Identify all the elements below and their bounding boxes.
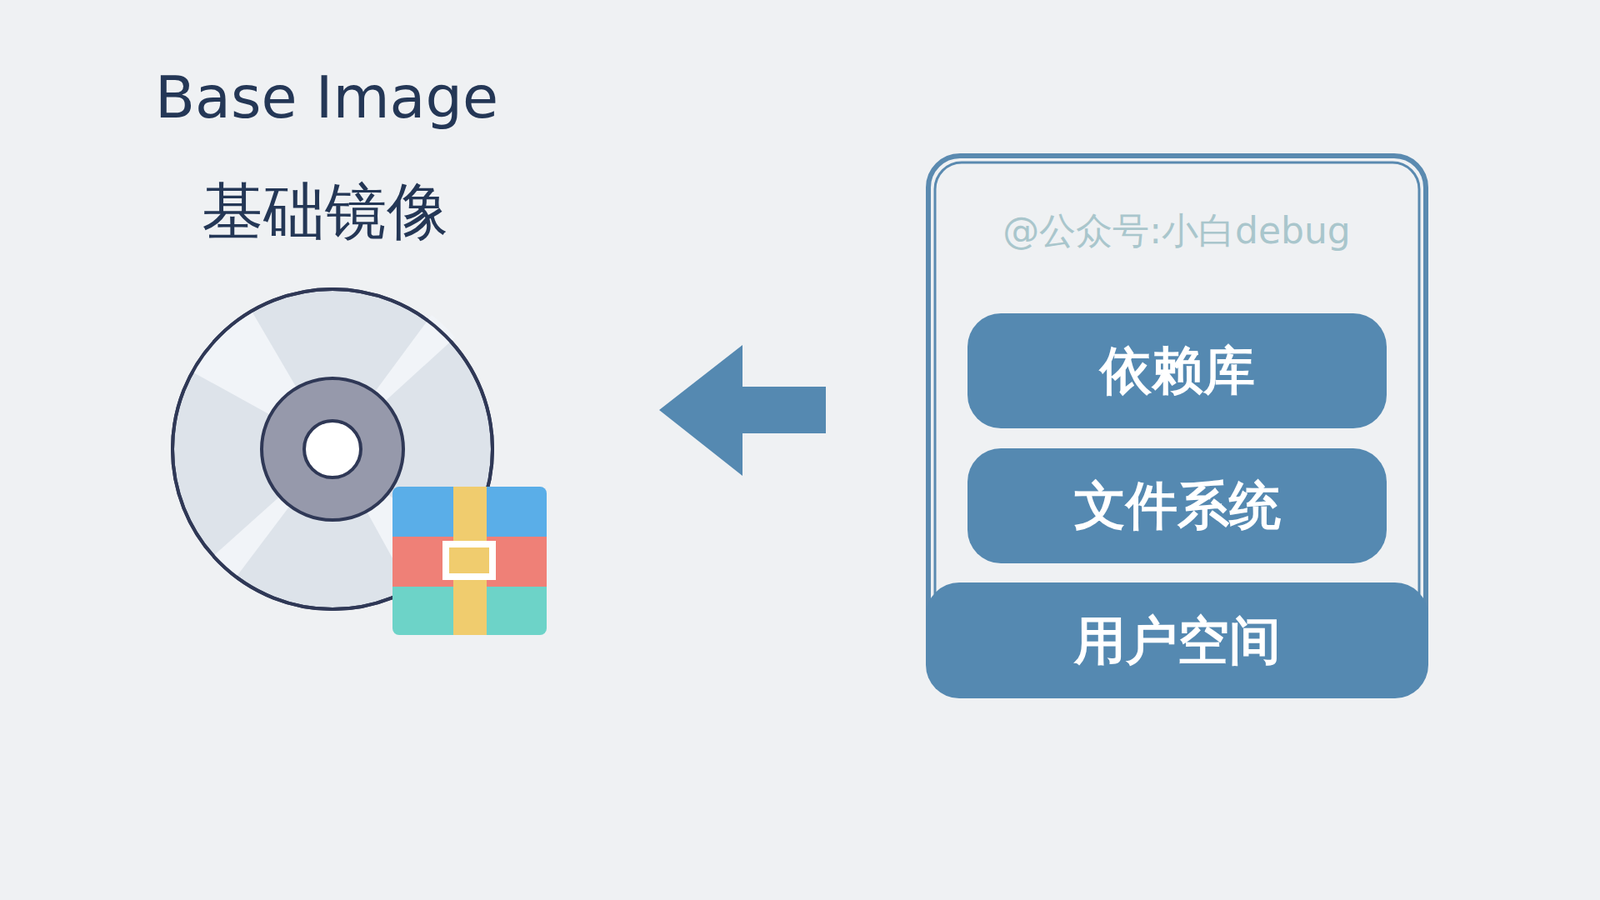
container-outline: [928, 155, 1426, 656]
layer-box: 文件系统: [967, 448, 1387, 564]
subtitle-label: 基础镜像: [201, 170, 449, 255]
layer-box: 依赖库: [967, 313, 1387, 429]
box-label: 文件系统: [1074, 470, 1281, 541]
watermark: @公众号:小白debug: [1002, 206, 1351, 256]
title: Base Image: [155, 63, 499, 132]
arrow-symbol: [659, 345, 826, 476]
disc-icon: [172, 289, 493, 610]
container-inner-outline: [935, 162, 1420, 655]
package-icon: [392, 486, 547, 635]
base-layer-box: 用户空间: [925, 582, 1429, 699]
box-label: 依赖库: [1100, 335, 1255, 406]
box-label: 用户空间: [1074, 605, 1281, 676]
